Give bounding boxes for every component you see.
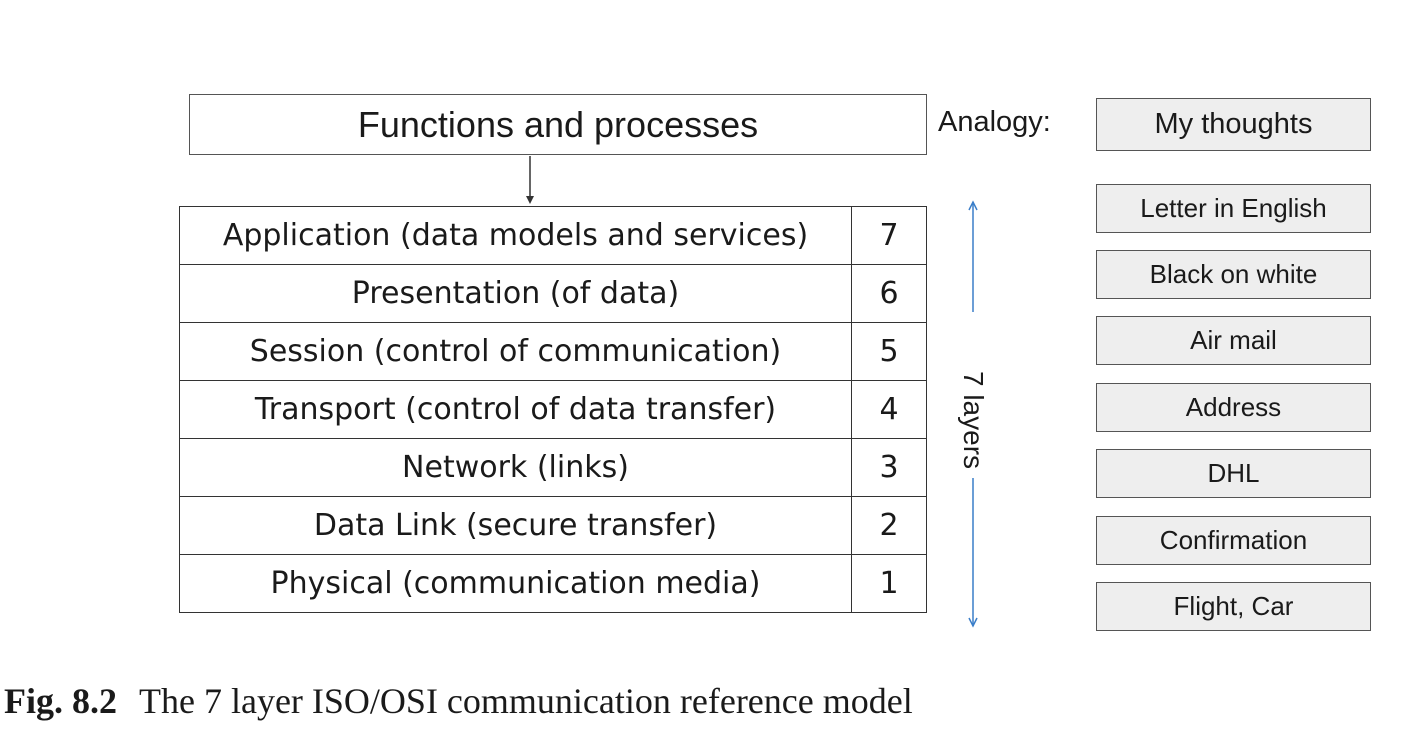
- layer-row: Session (control of communication) 5: [179, 322, 927, 381]
- layer-number: 1: [851, 554, 927, 613]
- layer-name: Transport (control of data transfer): [179, 380, 852, 439]
- layer-number: 7: [851, 206, 927, 265]
- layer-row: Presentation (of data) 6: [179, 264, 927, 323]
- seven-layers-label: 7 layers: [958, 370, 989, 470]
- analogy-box: Address: [1096, 383, 1371, 432]
- down-arrow: [526, 156, 534, 204]
- layer-name: Application (data models and services): [179, 206, 852, 265]
- layer-row: Physical (communication media) 1: [179, 554, 927, 613]
- analogy-box: Letter in English: [1096, 184, 1371, 233]
- caption-text: The 7 layer ISO/OSI communication refere…: [139, 681, 913, 721]
- analogy-label: Analogy:: [938, 106, 1051, 138]
- layer-row: Network (links) 3: [179, 438, 927, 497]
- figure-caption: Fig. 8.2 The 7 layer ISO/OSI communicatio…: [4, 680, 913, 722]
- analogy-box: Confirmation: [1096, 516, 1371, 565]
- analogy-box: Air mail: [1096, 316, 1371, 365]
- functions-box: Functions and processes: [189, 94, 927, 155]
- analogy-box-thoughts: My thoughts: [1096, 98, 1371, 151]
- layer-name: Physical (communication media): [179, 554, 852, 613]
- layer-name: Network (links): [179, 438, 852, 497]
- layer-row: Transport (control of data transfer) 4: [179, 380, 927, 439]
- layer-number: 2: [851, 496, 927, 555]
- layers-table: Application (data models and services) 7…: [179, 206, 927, 613]
- layer-row: Application (data models and services) 7: [179, 206, 927, 265]
- layer-name: Data Link (secure transfer): [179, 496, 852, 555]
- layer-name: Session (control of communication): [179, 322, 852, 381]
- layer-name: Presentation (of data): [179, 264, 852, 323]
- layer-span-arrow: [968, 200, 978, 628]
- layer-number: 4: [851, 380, 927, 439]
- layer-number: 3: [851, 438, 927, 497]
- functions-title: Functions and processes: [357, 103, 759, 145]
- analogy-box: Black on white: [1096, 250, 1371, 299]
- layer-number: 6: [851, 264, 927, 323]
- layer-number: 5: [851, 322, 927, 381]
- analogy-box: Flight, Car: [1096, 582, 1371, 631]
- figure-number: Fig. 8.2: [4, 681, 117, 721]
- analogy-box: DHL: [1096, 449, 1371, 498]
- layer-row: Data Link (secure transfer) 2: [179, 496, 927, 555]
